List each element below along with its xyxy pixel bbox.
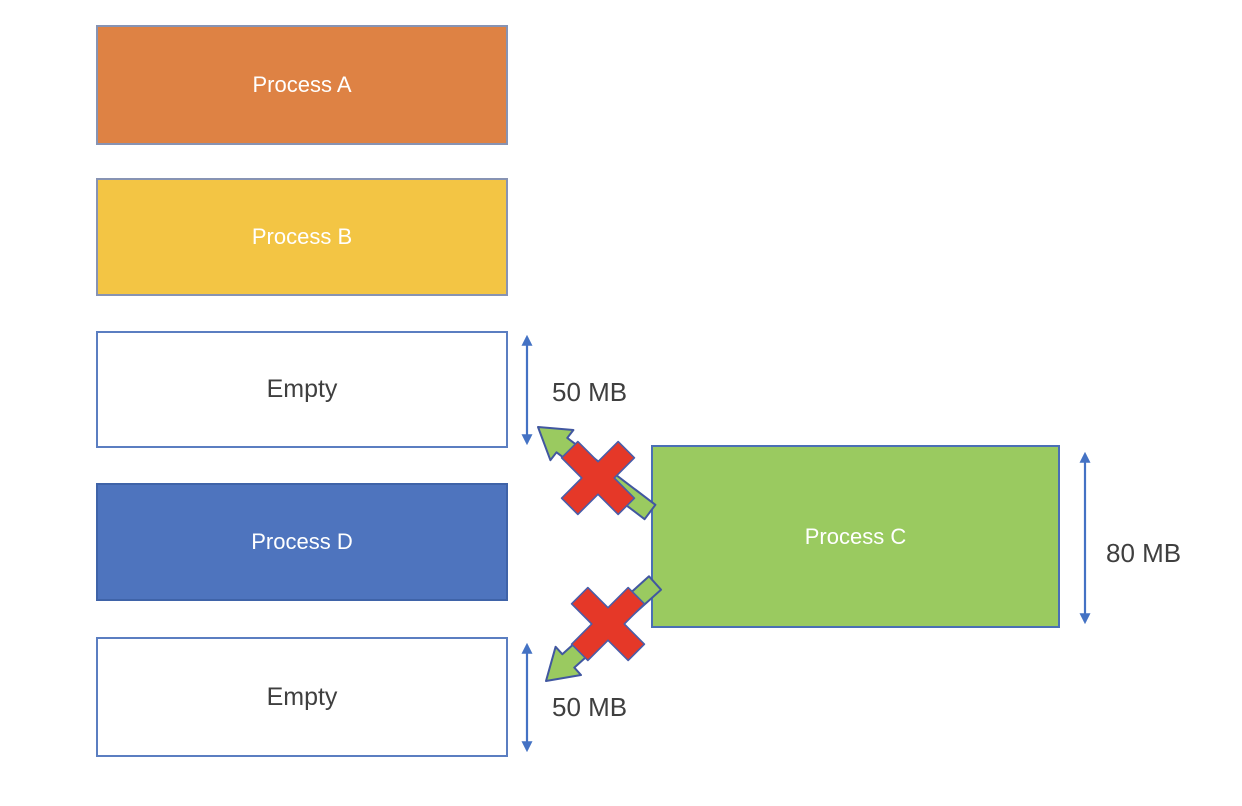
red-cross-bottom-icon bbox=[570, 586, 646, 662]
process-d-label: Process D bbox=[251, 529, 353, 554]
blocked-arrow-to-empty-bottom-icon bbox=[545, 575, 662, 682]
memory-block-process-c: Process C bbox=[651, 445, 1060, 628]
memory-block-empty-top: Empty bbox=[96, 331, 508, 448]
memory-block-empty-bottom: Empty bbox=[96, 637, 508, 757]
process-c-size-label: 80 MB bbox=[1106, 538, 1182, 568]
empty-top-size-label: 50 MB bbox=[552, 377, 628, 407]
empty-top-label: Empty bbox=[266, 375, 338, 403]
memory-block-process-d: Process D bbox=[96, 483, 508, 601]
process-c-label: Process C bbox=[804, 523, 907, 549]
memory-block-process-b: Process B bbox=[96, 178, 508, 296]
memory-block-process-a: Process A bbox=[96, 25, 508, 145]
process-b-label: Process B bbox=[251, 224, 353, 249]
blocked-arrow-to-empty-top-icon bbox=[537, 426, 657, 521]
red-cross-top-icon bbox=[560, 440, 636, 516]
empty-bottom-label: Empty bbox=[266, 682, 338, 711]
empty-bottom-size-label: 50 MB bbox=[552, 692, 628, 722]
process-a-label: Process A bbox=[252, 72, 352, 97]
